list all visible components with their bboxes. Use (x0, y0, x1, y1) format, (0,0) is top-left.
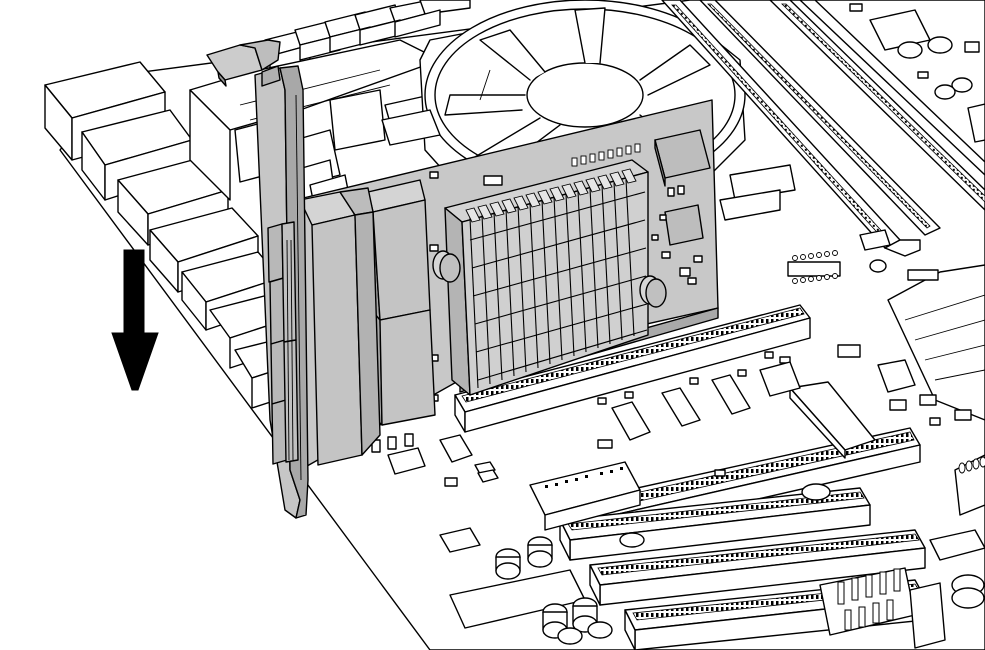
arrow-down-icon (111, 249, 159, 391)
card-components (429, 129, 711, 402)
lower-components (371, 369, 946, 649)
chipset-heatsink (887, 264, 985, 421)
dimm-slots (661, 0, 985, 257)
expansion-card (206, 39, 719, 519)
top-right-components (849, 3, 985, 143)
small-components (764, 250, 985, 609)
network-jack-block (299, 179, 436, 466)
mounting-bracket (206, 39, 309, 519)
heatsink-fins-icon (444, 159, 649, 396)
ic-chip (787, 250, 841, 284)
